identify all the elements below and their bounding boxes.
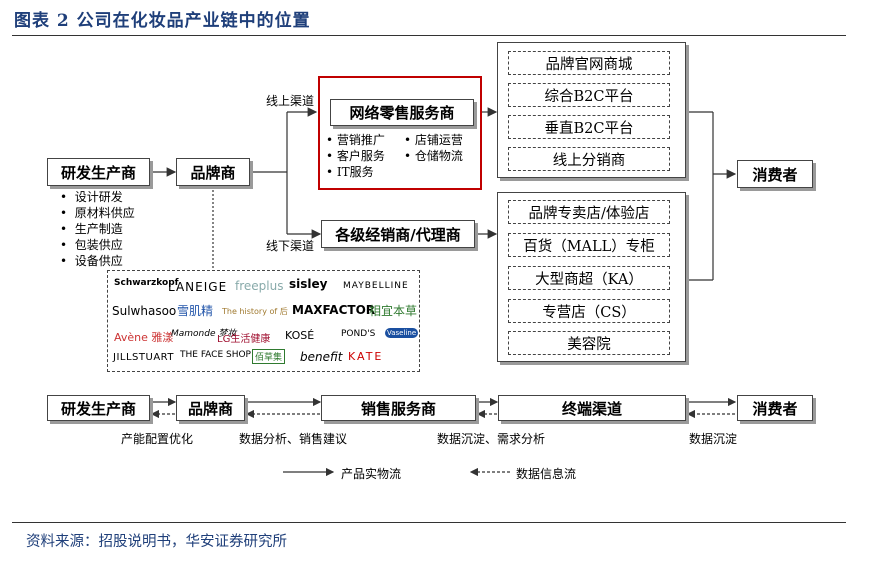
offline-channel-item: 美容院	[508, 331, 670, 355]
figure-title: 图表 2 公司在化妆品产业链中的位置	[14, 11, 311, 31]
brand-logo: Avène 雅漾	[114, 331, 174, 344]
brand-logo: Vaseline	[385, 328, 419, 338]
brand-logo: THE FACE SHOP	[180, 350, 251, 360]
bottom-brand-node: 品牌商	[176, 395, 245, 421]
rd-item: • 原材料供应	[60, 206, 135, 220]
online-service-item: • 仓储物流	[404, 149, 463, 163]
brand-logo: JILLSTUART	[113, 352, 174, 363]
rd-item: • 设备供应	[60, 254, 123, 268]
brand-logo: 雪肌精	[177, 304, 214, 318]
brand-logo: MAXFACTOR	[292, 303, 376, 317]
brand-logo: MAYBELLINE	[343, 281, 409, 291]
online-service-item: • 店铺运营	[404, 133, 463, 147]
brand-logo: POND'S	[341, 329, 376, 339]
flow-label: 产能配置优化	[121, 432, 194, 446]
brand-logo: Sulwhasoo	[112, 304, 177, 318]
online-retailer-node: 网络零售服务商	[330, 99, 474, 126]
source-note: 资料来源：招股说明书，华安证券研究所	[26, 534, 287, 550]
bottom-terminal-channel-node: 终端渠道	[498, 395, 686, 421]
brand-logo: 佰草集	[252, 349, 286, 364]
online-channel-item: 线上分销商	[508, 147, 670, 171]
rd-producer-node: 研发生产商	[47, 158, 150, 186]
bottom-rd-producer-node: 研发生产商	[47, 395, 150, 421]
flow-label: 数据分析、销售建议	[239, 432, 348, 446]
online-service-item: • 营销推广	[326, 133, 385, 147]
consumer-node: 消费者	[737, 160, 813, 188]
brand-logo: LANEIGE	[168, 280, 228, 294]
brand-logo: Mamonde 梦妆	[171, 329, 237, 339]
distributor-node: 各级经销商/代理商	[321, 220, 475, 248]
online-service-item: • IT服务	[326, 165, 374, 179]
online-channel-item: 综合B2C平台	[508, 83, 670, 107]
offline-channel-item: 专营店（CS）	[508, 299, 670, 323]
flow-label: 数据沉淀	[689, 432, 738, 446]
title-rule	[12, 35, 846, 36]
offline-channel-label: 线下渠道	[266, 239, 315, 253]
legend-dashed-label: 数据信息流	[516, 467, 577, 481]
brand-logo: Schwarzkopf	[114, 278, 179, 288]
source-rule	[12, 522, 846, 523]
brand-logo: LG生活健康	[217, 334, 271, 345]
online-channel-item: 品牌官网商城	[508, 51, 670, 75]
brand-logo: sisley	[289, 277, 328, 291]
offline-channel-item: 百货（MALL）专柜	[508, 233, 670, 257]
online-retailer-group	[318, 76, 482, 190]
online-channel-item: 垂直B2C平台	[508, 115, 670, 139]
bottom-consumer-node: 消费者	[737, 395, 813, 421]
online-service-item: • 客户服务	[326, 149, 385, 163]
brand-owner-node: 品牌商	[176, 158, 250, 186]
offline-channel-item: 品牌专卖店/体验店	[508, 200, 670, 224]
legend-solid-label: 产品实物流	[341, 467, 402, 481]
brand-logo: benefit	[300, 350, 343, 364]
brand-logo: KOSÉ	[285, 329, 315, 342]
brand-logo: 相宜本草	[369, 304, 418, 318]
flow-label: 数据沉淀、需求分析	[437, 432, 546, 446]
rd-item: • 包装供应	[60, 238, 123, 252]
bottom-sales-service-node: 销售服务商	[321, 395, 476, 421]
offline-channel-item: 大型商超（KA）	[508, 266, 670, 290]
brand-logo: freeplus	[235, 279, 284, 293]
brand-logo: The history of 后	[222, 307, 288, 316]
brand-logo: KATE	[348, 350, 384, 363]
rd-item: • 设计研发	[60, 190, 123, 204]
brand-logo-wall	[107, 270, 420, 372]
online-channel-label: 线上渠道	[266, 94, 315, 108]
rd-item: • 生产制造	[60, 222, 123, 236]
